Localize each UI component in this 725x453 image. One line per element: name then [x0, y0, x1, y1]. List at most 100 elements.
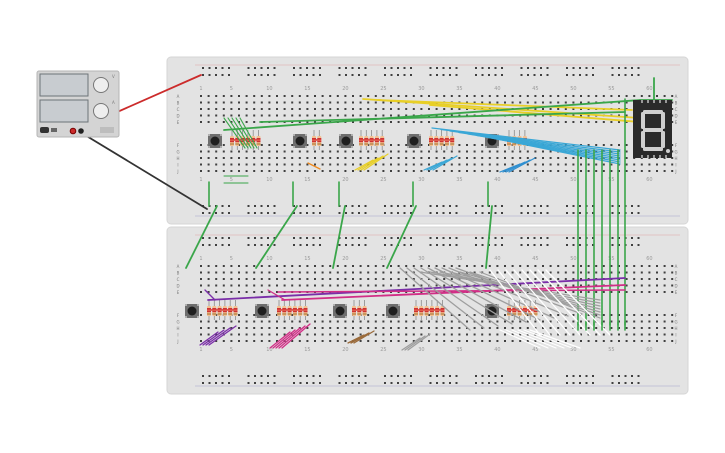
- grid-hole[interactable]: [336, 157, 339, 159]
- rail-hole[interactable]: [202, 237, 204, 239]
- rail-hole[interactable]: [494, 237, 497, 239]
- grid-hole[interactable]: [443, 278, 446, 280]
- wire-white[interactable]: [521, 269, 581, 336]
- grid-hole[interactable]: [564, 108, 567, 110]
- grid-hole[interactable]: [200, 170, 202, 172]
- grid-hole[interactable]: [504, 121, 506, 123]
- wire-orange[interactable]: [307, 162, 321, 170]
- grid-hole[interactable]: [580, 333, 582, 336]
- grid-hole[interactable]: [504, 144, 506, 146]
- grid-hole[interactable]: [283, 108, 286, 110]
- grid-hole[interactable]: [200, 320, 202, 323]
- grid-hole[interactable]: [215, 284, 218, 287]
- rail-hole[interactable]: [494, 212, 497, 214]
- grid-hole[interactable]: [336, 278, 339, 280]
- wire-blue-fan[interactable]: [505, 159, 531, 173]
- grid-hole[interactable]: [405, 108, 408, 110]
- grid-hole[interactable]: [580, 163, 582, 166]
- grid-hole[interactable]: [253, 163, 256, 166]
- wire-purple-fan[interactable]: [208, 325, 237, 346]
- rail-hole[interactable]: [351, 205, 354, 207]
- rail-hole[interactable]: [488, 382, 490, 384]
- grid-hole[interactable]: [572, 157, 575, 159]
- rail-hole[interactable]: [215, 375, 217, 377]
- grid-hole[interactable]: [314, 121, 316, 123]
- rail-hole[interactable]: [429, 74, 432, 76]
- grid-hole[interactable]: [587, 163, 590, 166]
- rail-hole[interactable]: [384, 382, 386, 384]
- grid-hole[interactable]: [466, 101, 468, 104]
- rail-hole[interactable]: [319, 237, 321, 239]
- grid-hole[interactable]: [671, 271, 674, 274]
- grid-hole[interactable]: [526, 121, 529, 123]
- current-knob[interactable]: [93, 103, 109, 119]
- grid-hole[interactable]: [488, 320, 491, 323]
- grid-hole[interactable]: [458, 121, 461, 123]
- grid-hole[interactable]: [390, 284, 392, 287]
- grid-hole[interactable]: [496, 291, 499, 293]
- grid-hole[interactable]: [321, 340, 324, 342]
- grid-hole[interactable]: [511, 157, 514, 159]
- grid-hole[interactable]: [405, 314, 408, 316]
- grid-hole[interactable]: [336, 114, 339, 117]
- grid-hole[interactable]: [557, 284, 560, 287]
- grid-hole[interactable]: [587, 271, 590, 274]
- grid-hole[interactable]: [671, 144, 674, 146]
- grid-hole[interactable]: [564, 320, 567, 323]
- grid-hole[interactable]: [283, 95, 286, 97]
- grid-hole[interactable]: [238, 108, 240, 110]
- rail-hole[interactable]: [306, 375, 308, 377]
- grid-hole[interactable]: [496, 101, 499, 104]
- grid-hole[interactable]: [298, 278, 301, 280]
- grid-hole[interactable]: [618, 114, 620, 117]
- grid-hole[interactable]: [367, 157, 370, 159]
- wire-gray[interactable]: [406, 267, 485, 329]
- grid-hole[interactable]: [595, 121, 598, 123]
- grid-hole[interactable]: [314, 278, 316, 280]
- rail-hole[interactable]: [299, 212, 302, 214]
- rail-hole[interactable]: [254, 382, 256, 384]
- grid-hole[interactable]: [222, 265, 225, 267]
- grid-hole[interactable]: [367, 327, 370, 329]
- grid-hole[interactable]: [283, 327, 286, 329]
- grid-hole[interactable]: [314, 101, 316, 104]
- rail-hole[interactable]: [494, 244, 497, 246]
- grid-hole[interactable]: [602, 265, 605, 267]
- rail-hole[interactable]: [306, 244, 308, 246]
- grid-hole[interactable]: [625, 157, 628, 159]
- grid-hole[interactable]: [450, 108, 453, 110]
- rail-hole[interactable]: [410, 205, 412, 207]
- rail-hole[interactable]: [585, 375, 588, 377]
- grid-hole[interactable]: [564, 278, 567, 280]
- grid-hole[interactable]: [534, 150, 537, 153]
- grid-hole[interactable]: [656, 333, 658, 336]
- grid-hole[interactable]: [298, 271, 301, 274]
- grid-hole[interactable]: [329, 271, 332, 274]
- rail-hole[interactable]: [345, 237, 347, 239]
- rail-hole[interactable]: [631, 212, 633, 214]
- grid-hole[interactable]: [488, 265, 491, 267]
- grid-hole[interactable]: [298, 340, 301, 342]
- grid-hole[interactable]: [283, 114, 286, 117]
- grid-hole[interactable]: [359, 278, 362, 280]
- grid-hole[interactable]: [420, 157, 423, 159]
- grid-hole[interactable]: [397, 108, 400, 110]
- rail-hole[interactable]: [403, 74, 406, 76]
- grid-hole[interactable]: [230, 291, 233, 293]
- rail-hole[interactable]: [611, 237, 614, 239]
- rail-hole[interactable]: [436, 244, 438, 246]
- grid-hole[interactable]: [671, 95, 674, 97]
- grid-hole[interactable]: [238, 284, 240, 287]
- grid-hole[interactable]: [359, 284, 362, 287]
- rail-hole[interactable]: [520, 212, 523, 214]
- grid-hole[interactable]: [207, 278, 210, 280]
- rail-hole[interactable]: [202, 375, 204, 377]
- grid-hole[interactable]: [564, 170, 567, 172]
- rail-hole[interactable]: [520, 382, 523, 384]
- grid-hole[interactable]: [200, 333, 202, 336]
- rail-hole[interactable]: [351, 375, 354, 377]
- grid-hole[interactable]: [329, 101, 332, 104]
- grid-hole[interactable]: [412, 333, 415, 336]
- grid-hole[interactable]: [200, 340, 202, 342]
- grid-hole[interactable]: [526, 278, 529, 280]
